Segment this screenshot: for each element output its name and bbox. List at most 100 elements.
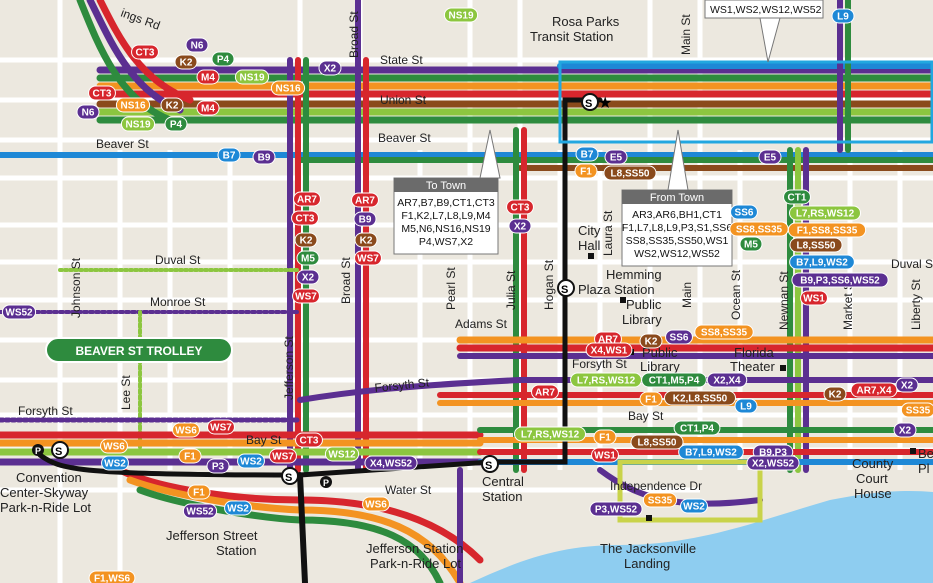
street-forsyth-mid: Forsyth St [374, 375, 431, 395]
street-water: Water St [385, 483, 432, 497]
route-badge: WS6 [172, 422, 200, 438]
route-badge: AR7 [351, 192, 379, 208]
route-badge-label: F1,SS8,SS35 [797, 226, 858, 237]
route-badge-label: CT3 [300, 436, 319, 447]
parking-icon [320, 476, 332, 488]
route-badge-label: WS2 [683, 502, 705, 513]
route-badge-label: CT1 [788, 193, 807, 204]
hemming-label: Hemming [606, 267, 662, 282]
street-johnson: Johnson St [69, 257, 83, 318]
route-badge: NS19 [443, 7, 479, 23]
route-badge: AR7 [531, 384, 559, 400]
street-julia: Julia St [504, 270, 518, 310]
jefferson-station-label: Jefferson Street [166, 528, 258, 543]
route-badge-label: K2,L8,SS50 [673, 394, 728, 405]
county-courthouse-label: County [852, 456, 894, 471]
route-badge-label: WS12 [328, 450, 356, 461]
station-markers: S ★ S S S S P P [32, 93, 916, 521]
route-badge: B7,L9,WS2 [789, 254, 855, 270]
route-badge: CT3 [291, 210, 319, 226]
public-library-label: Library [622, 312, 662, 327]
route-badge-label: K2 [166, 101, 179, 112]
street-duval-right: Duval S [891, 257, 933, 271]
route-badge: NS16 [270, 80, 306, 96]
route-badge-label: K2 [829, 390, 842, 401]
street-beaver-left: Beaver St [96, 137, 149, 151]
route-badge-label: WS52 [186, 507, 214, 518]
route-badge: WS1 [800, 290, 828, 306]
route-badge-label: P4 [217, 55, 230, 66]
route-badge-label: F1,WS6 [94, 574, 131, 583]
route-badge-label: AR7,X4 [856, 386, 891, 397]
route-badge-label: P3,WS52 [595, 505, 638, 516]
route-badge: CT3 [131, 44, 159, 60]
route-badge-label: B9 [258, 153, 271, 164]
route-badge-label: AR7 [535, 388, 555, 399]
route-badge: SS8,SS35 [694, 324, 754, 340]
route-badge-label: N6 [82, 108, 95, 119]
route-badge-label: B9 [359, 215, 372, 226]
street-ocean: Ocean St [729, 269, 743, 320]
route-badge: F1 [187, 484, 211, 500]
route-badge-label: B7,L9,WS2 [685, 448, 737, 459]
route-badge-label: AR7 [297, 195, 317, 206]
skyway-station-convention-icon [51, 441, 69, 459]
route-badge: F1 [639, 391, 663, 407]
street-bay-left: Bay St [246, 433, 282, 447]
route-badge-label: M5 [301, 254, 315, 265]
street-forsyth-right: Forsyth St [572, 357, 627, 371]
route-badge: B9 [252, 149, 276, 165]
city-hall-label: City [578, 223, 601, 238]
route-badge-label: M5 [744, 240, 758, 251]
landmark-marker [780, 365, 786, 371]
route-badge-label: E5 [764, 153, 777, 164]
route-badge-label: X2 [901, 381, 914, 392]
route-badge: M5 [739, 236, 763, 252]
route-badge-label: K2 [180, 58, 193, 69]
street-lee: Lee St [119, 375, 133, 410]
route-badge: WS7 [207, 419, 235, 435]
street-broad-top: Broad St [347, 11, 361, 58]
svg-text:WS2,WS12,WS52: WS2,WS12,WS52 [634, 248, 720, 260]
route-badge: CT3 [88, 85, 116, 101]
street-pearl: Pearl St [444, 267, 458, 310]
route-badge: E5 [758, 149, 782, 165]
route-badge-label: CT3 [511, 203, 530, 214]
route-badge: X2 [508, 218, 532, 234]
skyway-station-central-icon [481, 455, 499, 473]
route-badge-label: X2 [899, 426, 912, 437]
route-badge: CT1 [783, 189, 811, 205]
route-badge: N6 [185, 37, 209, 53]
route-badge-label: X2 [324, 64, 337, 75]
route-badge: X2 [318, 60, 342, 76]
route-badge-label: WS7 [295, 292, 317, 303]
route-badge: M4 [196, 69, 220, 85]
place-labels: Rosa Parks Transit Station City Hall Hem… [0, 14, 933, 571]
route-badge: NS19 [120, 116, 156, 132]
route-badge-label: SS35 [648, 496, 673, 507]
skyway-station-hemming-icon [557, 279, 575, 297]
svg-text:F1,L7,L8,L9,P3,S1,SS6: F1,L7,L8,L9,P3,S1,SS6 [622, 222, 732, 234]
route-badge-label: WS2 [104, 459, 126, 470]
route-badge-label: K2 [300, 236, 313, 247]
route-badge: F1,WS6 [88, 570, 136, 583]
street-main-mid: Main [680, 282, 694, 308]
route-badge: WS7 [269, 448, 297, 464]
route-badge: WS6 [362, 496, 390, 512]
svg-text:S: S [55, 446, 62, 458]
route-badge: SS6 [730, 204, 758, 220]
svg-text:F1,K2,L7,L8,L9,M4: F1,K2,L7,L8,L9,M4 [401, 210, 490, 222]
route-badge: L8,SS50 [603, 165, 657, 181]
landmark-marker [620, 297, 626, 303]
partial-place-label: Pl [918, 461, 930, 476]
route-badge-label: K2 [360, 236, 373, 247]
route-badge: B9,P3,SS6,WS52 [791, 272, 889, 288]
street-duval: Duval St [155, 253, 201, 267]
route-badge-label: L7,RS,WS12 [796, 209, 855, 220]
svg-text:S: S [561, 284, 568, 296]
route-badge: M5 [296, 250, 320, 266]
street-liberty: Liberty St [909, 279, 923, 330]
svg-text:P: P [35, 446, 41, 456]
route-badge-label: P3 [212, 462, 225, 473]
route-badge-label: K2 [645, 337, 658, 348]
